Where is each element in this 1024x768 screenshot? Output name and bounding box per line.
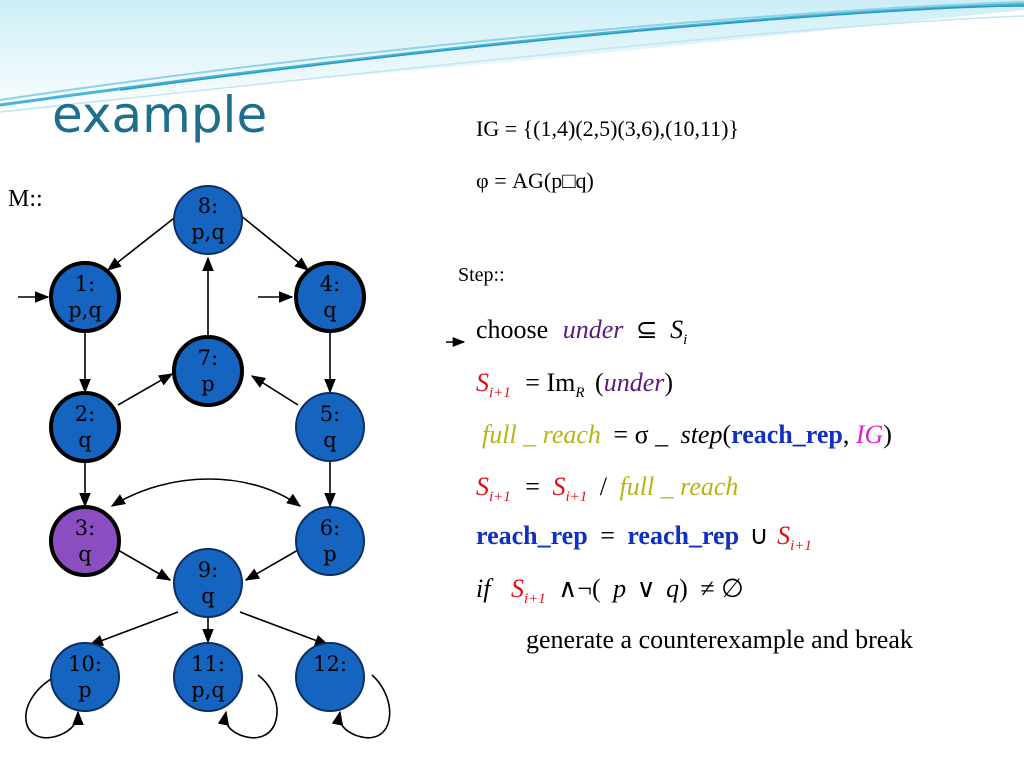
node-5-props: q [323,428,336,452]
edge-3-9 [117,549,172,581]
node-9-label: 9: [198,558,218,582]
node-6-label: 6: [320,516,340,540]
node-4-props: q [323,298,336,322]
ig-definition: IG = {(1,4)(2,5)(3,6),(10,11)} [476,116,740,141]
node-4: 4: q [294,261,366,333]
node-9-props: q [201,584,214,608]
model-label: M:: [8,186,43,212]
node-7-props: p [201,372,214,396]
algo-line-4: Si+1 = Si+1 / full _ reach [476,472,738,507]
slide-title: example [52,86,268,144]
edge-11-loop [217,674,278,739]
node-7: 7: p [172,335,244,407]
node-5-label: 5: [320,402,340,426]
node-12-label: 12: [313,652,347,676]
node-11-label: 11: [191,652,225,676]
header-wave [0,0,1024,120]
node-3-props: q [78,542,91,566]
edge-2-7 [117,373,174,406]
algo-line-5: reach_rep = reach_rep ∪ Si+1 [476,521,812,554]
phi-definition: φ = AG(p□q) [476,168,594,193]
graph-nodes: 8: p,q 1: p,q 4: q 7: p 2: q 5: q [49,185,366,712]
edge-3-6 [110,478,302,507]
node-3: 3: q [49,505,121,577]
algo-line-1: choose under ⊆ Si [476,315,687,348]
algo-line-6: if Si+1 ∧¬( p ∨ q) ≠ ∅ [476,574,744,609]
node-12: 12: [295,642,365,712]
graph-edges [18,214,391,739]
node-11-props: p,q [191,678,225,702]
node-4-label: 4: [320,272,340,296]
node-9: 9: q [173,548,243,618]
edge-9-12 [239,611,330,646]
node-8: 8: p,q [173,185,243,255]
edge-10-loop [25,674,84,739]
edge-5-7 [250,375,299,406]
algo-line-3: full _ reach = σ _ step(reach_rep, IG) [482,420,892,449]
algo-line-7: generate a counterexample and break [526,625,913,654]
node-2-label: 2: [75,402,95,426]
node-1: 1: p,q [49,261,121,333]
node-10-props: p [78,678,91,702]
edge-9-10 [88,611,179,646]
node-2: 2: q [49,391,121,463]
edge-8-4 [239,214,310,271]
node-6: 6: p [295,506,365,576]
node-1-label: 1: [75,272,95,296]
node-1-props: p,q [68,298,102,322]
node-11: 11: p,q [173,642,243,712]
node-3-label: 3: [75,516,95,540]
node-10-label: 10: [68,652,102,676]
node-5: 5: q [295,392,365,462]
node-8-label: 8: [198,194,218,218]
node-8-props: p,q [191,220,225,244]
edge-8-1 [106,214,179,271]
edge-12-loop [331,674,391,739]
step-label: Step:: [458,264,505,286]
node-2-props: q [78,428,91,452]
algorithm: choose under ⊆ Si Si+1 = ImR (under) ful… [476,315,913,654]
node-7-label: 7: [198,346,218,370]
node-10: 10: p [50,642,120,712]
edge-6-9 [244,549,299,581]
algo-line-2: Si+1 = ImR (under) [476,368,673,403]
node-6-props: p [323,542,336,566]
